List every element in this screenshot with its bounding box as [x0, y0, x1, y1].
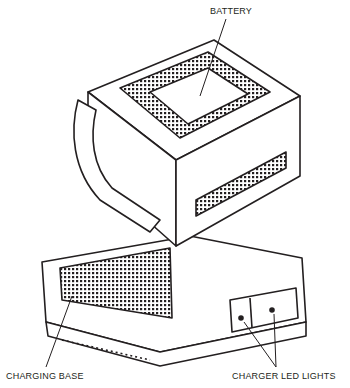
leader-line [274, 314, 276, 367]
led-panel [230, 288, 298, 332]
base-vents [62, 340, 150, 360]
battery-grip [196, 152, 286, 216]
leader-line [244, 322, 276, 367]
charging-base-rim [46, 322, 306, 366]
part-label: BATTERY [210, 6, 252, 17]
part-label: CHARGING BASE [6, 371, 84, 382]
battery-handle [74, 100, 160, 232]
leader-line [46, 296, 72, 367]
charging-base-ribs [60, 248, 172, 318]
battery-vents [120, 52, 270, 138]
led-light [270, 308, 274, 312]
led-light [239, 316, 243, 320]
battery-label-plate [150, 68, 248, 124]
part-label: CHARGER LED LIGHTS [232, 371, 336, 382]
leader-line [200, 19, 226, 96]
led-divider [250, 298, 252, 328]
